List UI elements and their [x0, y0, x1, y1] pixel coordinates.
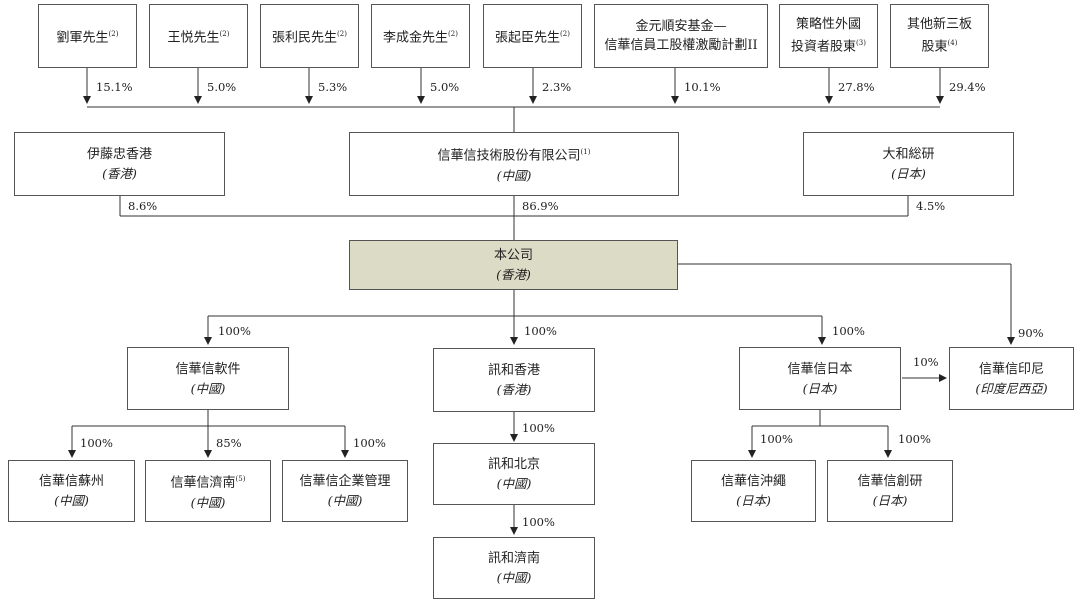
- shareholding-pct: 100%: [760, 432, 793, 446]
- company-box: 本公司 (香港): [349, 240, 678, 290]
- shareholder-box: 劉軍先生(2): [38, 4, 137, 68]
- shareholding-pct: 4.5%: [916, 199, 946, 213]
- shareholding-pct: 100%: [218, 324, 251, 338]
- shareholding-pct: 15.1%: [96, 80, 133, 94]
- shareholder-box: 張利民先生(2): [260, 4, 359, 68]
- subsidiary-box: 訊和濟南 (中國): [433, 537, 595, 599]
- subsidiary-box: 信華信軟件 (中國): [127, 347, 289, 410]
- shareholding-pct: 29.4%: [949, 80, 986, 94]
- subsidiary-box: 訊和香港 (香港): [433, 348, 595, 412]
- shareholder-box: 李成金先生(2): [371, 4, 470, 68]
- shareholding-pct: 5.3%: [318, 80, 348, 94]
- shareholder-box: 其他新三板 股東(4): [890, 4, 989, 68]
- shareholding-pct: 100%: [832, 324, 865, 338]
- shareholding-pct: 100%: [522, 515, 555, 529]
- shareholder-box: 張起臣先生(2): [483, 4, 582, 68]
- shareholding-pct: 10.1%: [684, 80, 721, 94]
- parent-box: 信華信技術股份有限公司(1) (中國): [349, 132, 679, 196]
- shareholding-pct: 100%: [898, 432, 931, 446]
- shareholding-pct: 8.6%: [128, 199, 158, 213]
- shareholding-pct: 100%: [353, 436, 386, 450]
- shareholding-pct: 86.9%: [522, 199, 559, 213]
- shareholding-pct: 27.8%: [838, 80, 875, 94]
- parent-box: 伊藤忠香港 (香港): [14, 132, 225, 196]
- shareholding-pct: 100%: [80, 436, 113, 450]
- shareholding-pct: 90%: [1018, 326, 1044, 340]
- shareholding-pct: 10%: [913, 355, 939, 369]
- subsidiary-box: 信華信印尼 (印度尼西亞): [949, 347, 1074, 410]
- shareholding-pct: 85%: [216, 436, 242, 450]
- parent-box: 大和総研 (日本): [803, 132, 1014, 196]
- shareholding-pct: 100%: [522, 421, 555, 435]
- shareholding-pct: 5.0%: [430, 80, 460, 94]
- subsidiary-box: 信華信沖繩 (日本): [691, 460, 816, 522]
- subsidiary-box: 信華信蘇州 (中國): [8, 460, 135, 522]
- shareholder-box: 金元順安基金— 信華信員工股權激勵計劃II: [594, 4, 768, 68]
- subsidiary-box: 信華信企業管理 (中國): [282, 460, 408, 522]
- shareholder-box: 策略性外國 投資者股東(3): [779, 4, 878, 68]
- subsidiary-box: 信華信創研 (日本): [827, 460, 953, 522]
- shareholding-pct: 2.3%: [542, 80, 572, 94]
- shareholding-pct: 5.0%: [207, 80, 237, 94]
- subsidiary-box: 信華信日本 (日本): [739, 347, 901, 410]
- subsidiary-box: 訊和北京 (中國): [433, 443, 595, 505]
- shareholder-box: 王悦先生(2): [149, 4, 248, 68]
- subsidiary-box: 信華信濟南(5) (中國): [145, 460, 271, 522]
- shareholding-pct: 100%: [524, 324, 557, 338]
